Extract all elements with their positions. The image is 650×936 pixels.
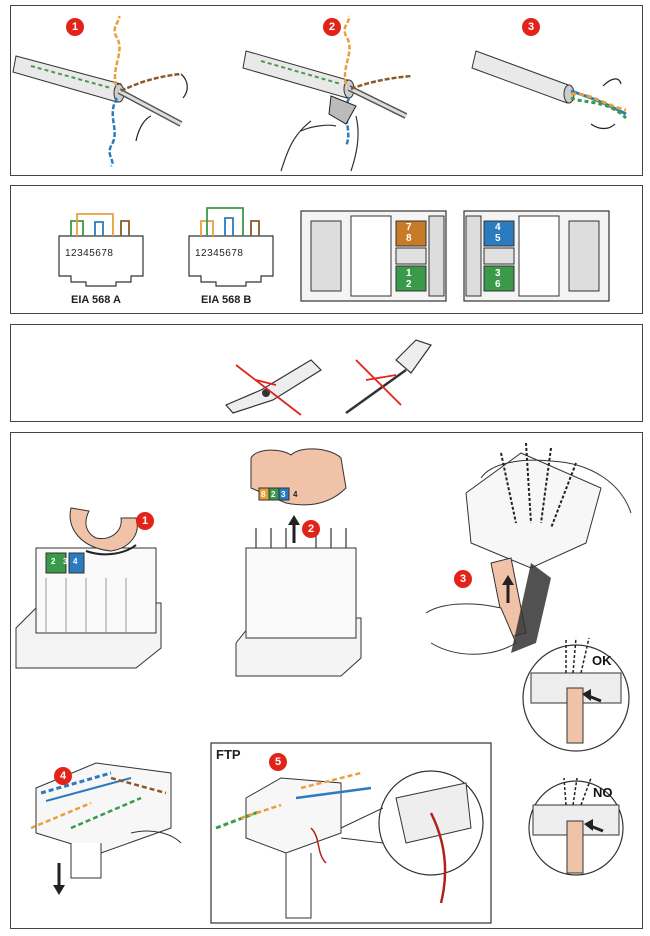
wiring-scheme-illustration [58,207,610,302]
cable-preparation-illustration [12,15,628,172]
punch-down-tool-crossed-icon [225,359,322,416]
keystone-module-left [300,210,447,302]
jack-a-label: EIA 568 A [71,294,121,306]
assembly-step-badge-4: 4 [54,767,72,785]
jack-b-label: EIA 568 B [201,294,252,306]
module-left-number-1: 1 [406,268,412,279]
ok-detail-circle [522,637,630,752]
module-right-number-4: 4 [495,222,501,233]
top-module-number-4: 4 [293,490,298,499]
ok-label: OK [592,653,612,668]
step-badge-2: 2 [323,18,341,36]
module-left-number-8: 8 [406,233,412,244]
cable-preparation-panel: 1 2 3 [10,5,643,176]
module-step-2 [235,448,362,677]
assembly-step-badge-1: 1 [136,512,154,530]
forbidden-tools-illustration [225,339,432,416]
module-step-1 [15,507,162,669]
module-left-number-7: 7 [406,222,412,233]
side-module-number-3: 3 [63,557,68,566]
assembly-step-badge-5: 5 [269,753,287,771]
forbidden-tools-panel [10,324,643,422]
assembly-illustration [15,442,632,924]
module-right-number-6: 6 [495,279,501,290]
rj45-jack-568b [188,207,274,287]
no-label: NO [593,785,613,800]
module-step-4 [30,762,182,895]
cable-step-3 [471,50,628,130]
side-module-number-2: 2 [51,557,56,566]
step-badge-3: 3 [522,18,540,36]
cable-step-2 [242,15,412,172]
no-detail-circle [528,777,624,876]
assembly-step-badge-3: 3 [454,570,472,588]
jack-a-pin-numbers: 12345678 [65,248,114,259]
assembly-panel: 1 2 3 4 5 8 2 3 4 2 3 4 OK NO FTP [10,432,643,929]
top-module-number-8: 8 [261,490,266,499]
jack-b-pin-numbers: 12345678 [195,248,244,259]
rj45-jack-568a [58,213,144,287]
module-right-number-3: 3 [495,268,501,279]
hands-pressing-cap-step-3 [425,442,632,655]
side-module-number-4: 4 [73,557,78,566]
module-left-number-2: 2 [406,279,412,290]
ftp-box [210,742,492,924]
keystone-module-right [463,210,610,302]
top-module-number-2: 2 [271,490,276,499]
module-right-number-5: 5 [495,233,501,244]
step-badge-1: 1 [66,18,84,36]
assembly-step-badge-2: 2 [302,520,320,538]
top-module-number-3: 3 [281,490,286,499]
ftp-label: FTP [216,747,241,762]
screwdriver-crossed-icon [345,339,432,415]
wiring-scheme-panel: 12345678 EIA 568 A 12345678 EIA 568 B 7 … [10,185,643,314]
cable-step-1 [12,15,188,167]
